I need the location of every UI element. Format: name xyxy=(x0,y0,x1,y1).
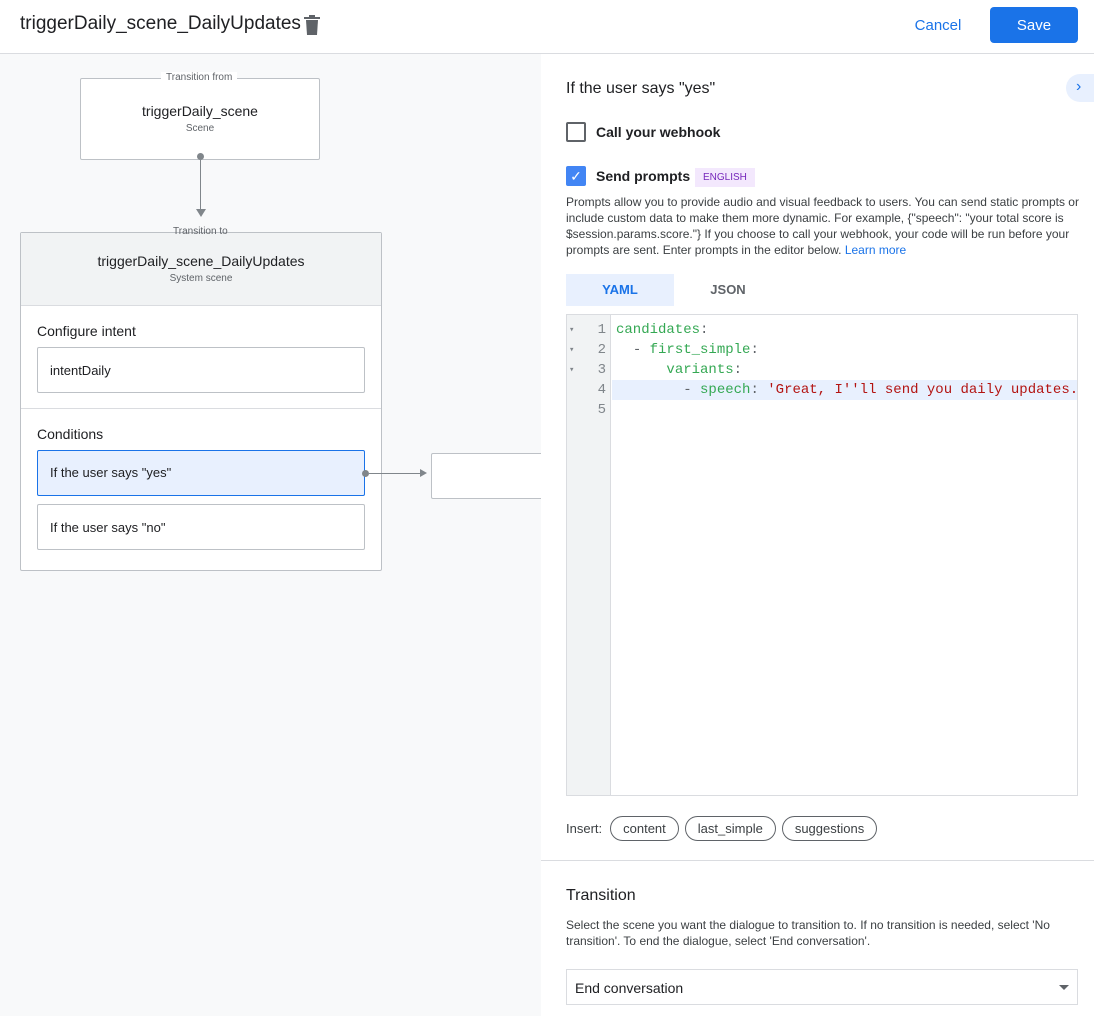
connector-dot xyxy=(362,470,369,477)
line-number: 4 xyxy=(597,382,606,398)
colon: : xyxy=(750,382,768,398)
language-badge: ENGLISH xyxy=(695,168,755,187)
description-text: Prompts allow you to provide audio and v… xyxy=(566,195,1079,257)
learn-more-link[interactable]: Learn more xyxy=(844,243,907,257)
prompts-description: Prompts allow you to provide audio and v… xyxy=(566,194,1081,258)
condition-yes[interactable]: If the user says "yes" xyxy=(37,450,365,496)
line-number: 5 xyxy=(597,402,606,418)
transition-heading: Transition xyxy=(566,887,636,904)
transition-to-card: triggerDaily_scene_DailyUpdates System s… xyxy=(20,232,382,571)
code-key: variants xyxy=(666,362,734,378)
trash-icon[interactable] xyxy=(304,15,320,35)
tab-yaml[interactable]: YAML xyxy=(566,274,674,306)
connector-line xyxy=(200,160,201,210)
prompts-checkbox[interactable]: ✓ xyxy=(566,166,586,186)
configure-intent-heading: Configure intent xyxy=(37,323,136,339)
to-scene-type: System scene xyxy=(169,273,233,284)
colon: : xyxy=(700,322,709,338)
to-scene-name: triggerDaily_scene_DailyUpdates xyxy=(97,253,305,269)
header: triggerDaily_scene_DailyUpdates Cancel S… xyxy=(0,0,1094,54)
chevron-right-icon[interactable]: › xyxy=(1066,74,1094,102)
save-button[interactable]: Save xyxy=(990,7,1078,43)
connector-line xyxy=(369,473,421,474)
prompts-label: Send prompts xyxy=(596,168,691,184)
connector-dot xyxy=(197,153,204,160)
scene-canvas: triggerDaily_scene Scene Transition from… xyxy=(0,54,541,1016)
code-line: ▾ 2 - first_simple: xyxy=(569,340,1077,360)
fold-icon: ▾ xyxy=(569,365,575,375)
page-title: triggerDaily_scene_DailyUpdates xyxy=(20,13,301,34)
transition-description: Select the scene you want the dialogue t… xyxy=(566,918,1050,948)
code-editor[interactable]: ▾ 1 candidates: ▾ 2 - first_simple: ▾ 3 varian… xyxy=(566,314,1078,796)
from-scene-type: Scene xyxy=(185,123,215,134)
arrow-down-icon xyxy=(196,209,206,217)
from-scene-name: triggerDaily_scene xyxy=(142,103,258,119)
conditions-heading: Conditions xyxy=(37,426,104,442)
condition-no[interactable]: If the user says "no" xyxy=(37,504,365,550)
transition-from-card[interactable]: triggerDaily_scene Scene xyxy=(80,78,320,160)
code-key: speech xyxy=(700,382,751,398)
line-number: 2 xyxy=(597,342,606,358)
insert-chip-content[interactable]: content xyxy=(610,816,679,841)
indent xyxy=(612,342,633,358)
webhook-checkbox[interactable] xyxy=(566,122,586,142)
insert-row: Insert: content last_simple suggestions xyxy=(566,816,883,841)
divider xyxy=(541,860,1094,861)
dropdown-arrow-icon xyxy=(1059,985,1069,990)
indent xyxy=(612,402,616,418)
line-number: 1 xyxy=(597,322,606,338)
insert-chip-suggestions[interactable]: suggestions xyxy=(781,816,878,841)
indent xyxy=(612,362,666,378)
code-line: ▾ 3 variants: xyxy=(569,360,1077,380)
code-key: first_simple xyxy=(649,342,751,358)
arrow-right-icon xyxy=(420,469,427,477)
tab-json[interactable]: JSON xyxy=(710,282,746,297)
intent-item[interactable]: intentDaily xyxy=(37,347,365,393)
fold-icon: ▾ xyxy=(569,325,575,335)
target-scene-card[interactable] xyxy=(431,453,541,499)
colon: : xyxy=(733,362,743,378)
webhook-label: Call your webhook xyxy=(596,124,721,140)
dash: - xyxy=(683,382,701,398)
code-line: 4 - speech: 'Great, I''ll send you daily… xyxy=(598,380,1079,400)
code-line: 5 xyxy=(598,400,1077,420)
code-value: 'Great, I''ll send you daily updates. xyxy=(767,382,1079,398)
transition-selected: End conversation xyxy=(575,980,684,996)
panel-title: If the user says "yes" xyxy=(566,80,716,97)
code-key: candidates xyxy=(616,322,701,338)
transition-select[interactable]: End conversation xyxy=(566,969,1078,1005)
transition-to-label: Transition to xyxy=(173,226,228,237)
code-line: ▾ 1 candidates: xyxy=(569,320,1077,340)
insert-label: Insert: xyxy=(566,821,603,836)
insert-chip-last-simple[interactable]: last_simple xyxy=(684,816,776,841)
cancel-button[interactable]: Cancel xyxy=(914,16,962,34)
colon: : xyxy=(750,342,759,358)
dash: - xyxy=(632,342,650,358)
transition-from-label: Transition from xyxy=(161,72,238,83)
indent xyxy=(612,382,683,398)
line-number: 3 xyxy=(597,362,606,378)
condition-panel: › If the user says "yes" Call your webho… xyxy=(541,54,1094,1016)
fold-icon: ▾ xyxy=(569,345,575,355)
